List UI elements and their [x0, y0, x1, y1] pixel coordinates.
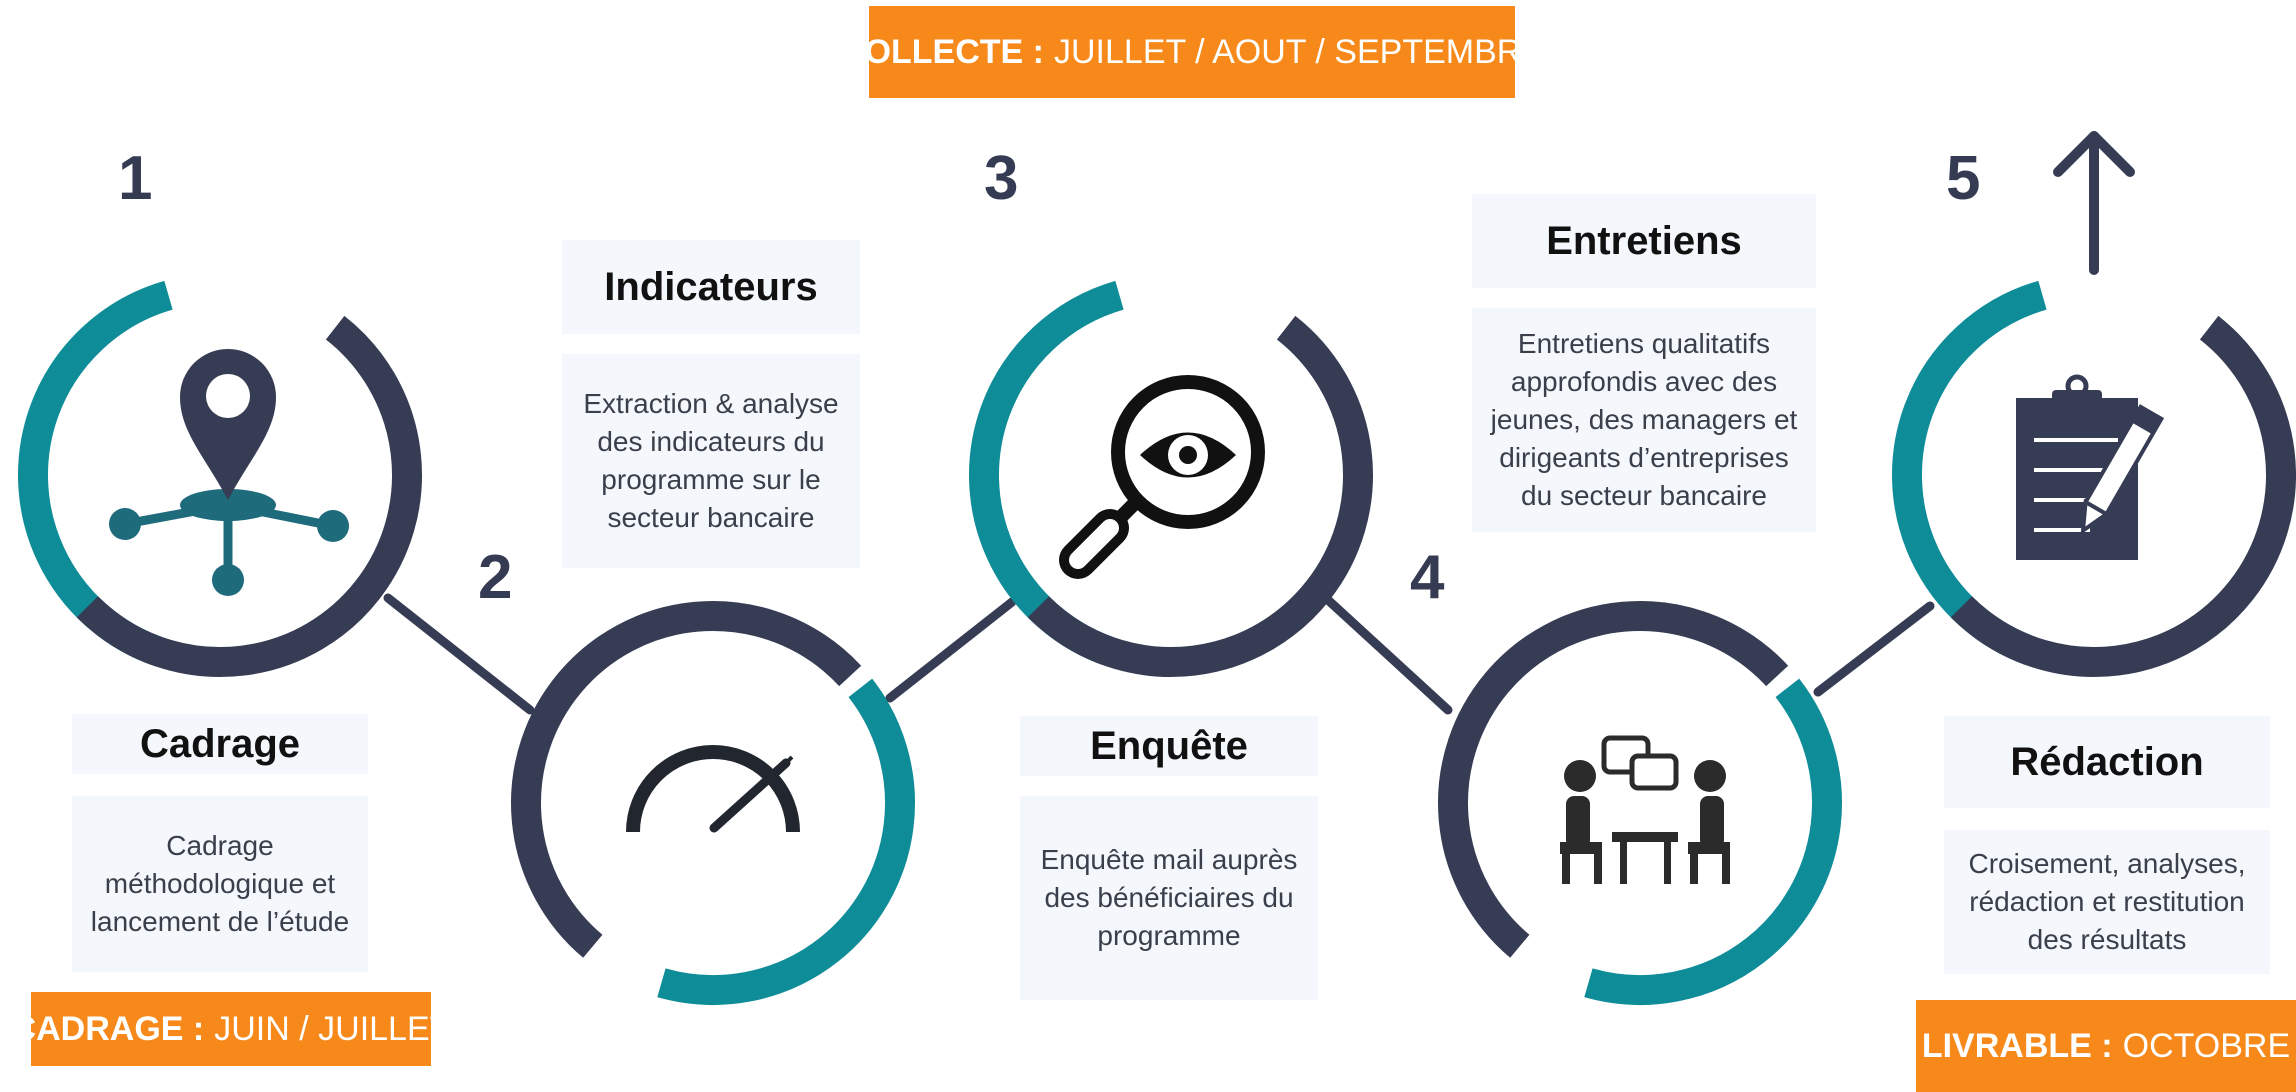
- up-arrow-icon: [2053, 131, 2135, 275]
- connector-2-3: [885, 597, 1017, 703]
- ring-step-1: [18, 273, 422, 677]
- banner-livrable-period: OCTOBRE: [2122, 1026, 2291, 1065]
- step-4-number: 4: [1410, 543, 1445, 612]
- ring-step-3: [969, 273, 1373, 677]
- step-3-number: 3: [984, 144, 1019, 213]
- step-5-title: Rédaction: [1944, 716, 2270, 808]
- step-5-number: 5: [1946, 144, 1981, 213]
- speedometer-icon: [626, 745, 800, 833]
- step-1-description: Cadrage méthodologique et lancement de l…: [72, 796, 368, 972]
- step-4-description: Entretiens qualitatifs approfondis avec …: [1472, 308, 1816, 532]
- magnifier-eye-icon: [1059, 375, 1265, 579]
- banner-collecte-period: JUILLET / AOUT / SEPTEMBRE: [1054, 32, 1544, 71]
- step-3-title: Enquête: [1020, 716, 1318, 776]
- meeting-icon: [1560, 735, 1730, 884]
- banner-collecte: COLLECTE : JUILLET / AOUT / SEPTEMBRE: [840, 6, 1544, 98]
- banner-cadrage: CADRAGE : JUIN / JUILLET: [12, 992, 450, 1066]
- step-1-number: 1: [118, 144, 153, 213]
- step-2-number: 2: [478, 543, 513, 612]
- clipboard-pen-icon: [2016, 374, 2165, 560]
- banner-livrable-label: LIVRABLE :: [1921, 1026, 2113, 1065]
- connector-4-5: [1813, 601, 1935, 697]
- connector-3-4: [1323, 595, 1453, 715]
- connector-1-2: [383, 593, 535, 715]
- step-1-title: Cadrage: [72, 714, 368, 774]
- step-4-title: Entretiens: [1472, 194, 1816, 288]
- location-network-icon: [109, 349, 349, 596]
- connectors: [383, 593, 1935, 715]
- ring-step-2: [511, 601, 915, 1005]
- step-5-description: Croisement, analyses, rédaction et resti…: [1944, 830, 2270, 974]
- banner-collecte-label: COLLECTE :: [840, 32, 1044, 71]
- banner-cadrage-label: CADRAGE :: [11, 1009, 205, 1048]
- banner-cadrage-period: JUIN / JUILLET: [214, 1009, 451, 1048]
- step-2-description: Extraction & analyse des indicateurs du …: [562, 354, 860, 568]
- step-2-title: Indicateurs: [562, 240, 860, 334]
- banner-livrable: LIVRABLE : OCTOBRE: [1916, 1000, 2296, 1092]
- step-3-description: Enquête mail auprès des bénéficiaires du…: [1020, 796, 1318, 1000]
- ring-step-4: [1438, 600, 1842, 1005]
